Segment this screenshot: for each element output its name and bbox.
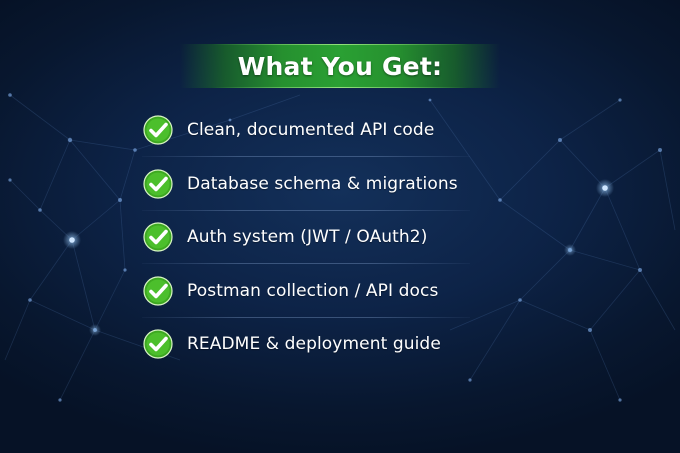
- divider: [142, 209, 470, 211]
- list-item-label: Database schema & migrations: [187, 173, 458, 194]
- list-item: README & deployment guide: [140, 318, 540, 370]
- list-item-label: Postman collection / API docs: [187, 280, 439, 301]
- list-item: Postman collection / API docs: [140, 265, 540, 318]
- list-item: Auth system (JWT / OAuth2): [140, 211, 540, 265]
- list-item-label: README & deployment guide: [187, 334, 441, 355]
- list-item: Database schema & migrations: [140, 158, 540, 211]
- list-item-label: Clean, documented API code: [187, 120, 435, 140]
- page-title: What You Get:: [237, 51, 443, 81]
- divider: [142, 156, 470, 157]
- divider: [142, 316, 470, 318]
- checkmark-icon: [143, 168, 173, 199]
- title-banner: What You Get:: [180, 44, 500, 88]
- divider: [142, 263, 470, 265]
- list-item: Clean, documented API code: [140, 104, 540, 157]
- checkmark-icon: [143, 276, 173, 306]
- checkmark-icon: [143, 329, 173, 359]
- checkmark-icon: [143, 115, 173, 145]
- feature-list: Clean, documented API code Database sche…: [140, 104, 540, 370]
- checkmark-icon: [143, 222, 173, 252]
- list-item-label: Auth system (JWT / OAuth2): [187, 227, 428, 248]
